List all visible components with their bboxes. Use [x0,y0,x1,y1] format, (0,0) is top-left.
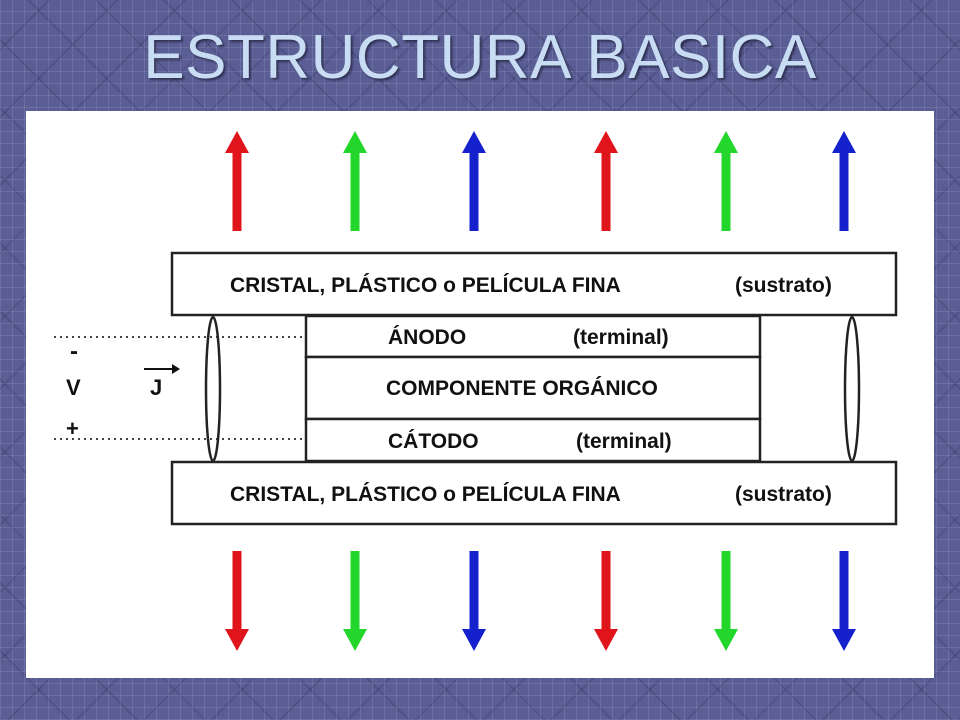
substrate-bottom-layer [170,460,898,526]
minus-terminal-label: - [70,338,78,365]
anode-tag: (terminal) [573,326,669,349]
organic-label: COMPONENTE ORGÁNICO [386,377,658,400]
light-arrow-down-icon [462,551,486,651]
oled-structure-diagram: CRISTAL, PLÁSTICO o PELÍCULA FINA (sustr… [26,111,934,678]
diagram-canvas: CRISTAL, PLÁSTICO o PELÍCULA FINA (sustr… [54,131,898,651]
cathode-layer [304,417,762,463]
light-arrow-up-icon [832,131,856,231]
emission-arrows-bottom [225,551,856,651]
light-arrow-up-icon [225,131,249,231]
plus-terminal-label: + [66,416,79,441]
cathode-tag: (terminal) [576,430,672,453]
anode-layer [304,314,762,359]
light-arrow-down-icon [343,551,367,651]
voltage-label: V [66,375,81,400]
left-ellipse [204,315,222,463]
substrate-top-layer [170,251,898,317]
cathode-label: CÁTODO [388,430,479,453]
light-arrow-down-icon [225,551,249,651]
light-arrow-down-icon [594,551,618,651]
light-arrow-down-icon [832,551,856,651]
light-arrow-up-icon [343,131,367,231]
substrate-bottom-tag: (sustrato) [735,483,832,506]
substrate-bottom-label: CRISTAL, PLÁSTICO o PELÍCULA FINA [230,483,621,506]
current-label: J [150,375,162,400]
emission-arrows-top [225,131,856,231]
substrate-top-tag: (sustrato) [735,274,832,297]
anode-label: ÁNODO [388,326,466,349]
current-arrow-icon [144,364,180,374]
slide-title: ESTRUCTURA BASICA [143,23,817,92]
light-arrow-down-icon [714,551,738,651]
light-arrow-up-icon [714,131,738,231]
organic-layer [304,355,762,421]
right-ellipse [843,315,861,463]
light-arrow-up-icon [462,131,486,231]
circuit-wires [54,336,306,440]
light-arrow-up-icon [594,131,618,231]
substrate-top-label: CRISTAL, PLÁSTICO o PELÍCULA FINA [230,274,621,297]
